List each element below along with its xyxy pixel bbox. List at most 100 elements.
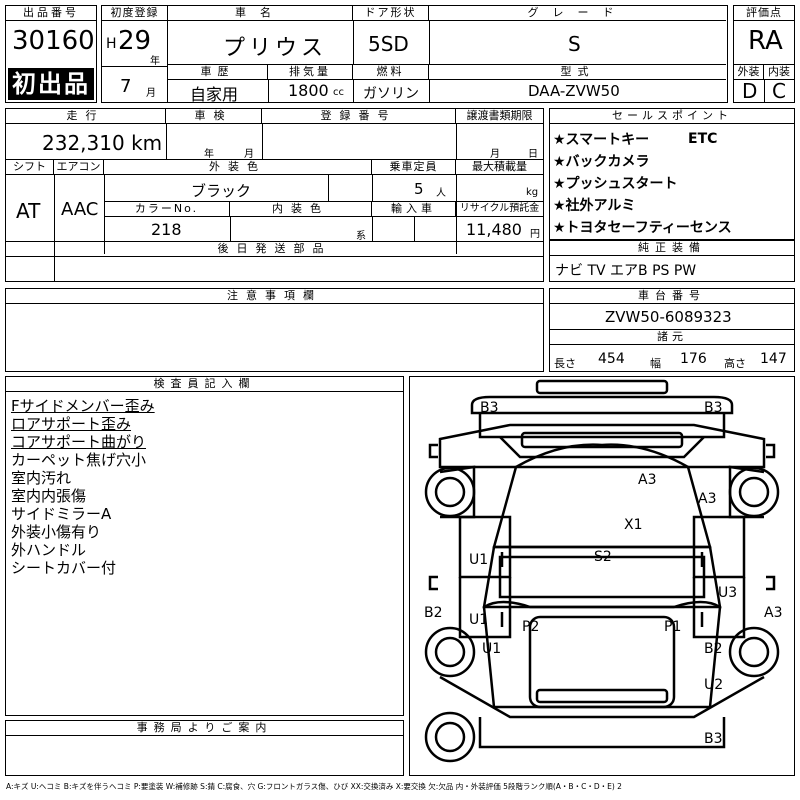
genuine-label: 純正装備 <box>550 240 794 256</box>
recycle-label: リサイクル預託金 <box>456 202 543 217</box>
mark-a3-hood: A3 <box>638 472 657 488</box>
int-label: 内装 <box>764 65 794 80</box>
height-value: 147 <box>760 351 787 367</box>
car-name: プリウス <box>223 36 328 61</box>
disp-unit: cc <box>333 87 344 98</box>
mark-b2-right: B2 <box>704 641 723 657</box>
inspector-label: 検査員記入欄 <box>6 377 403 392</box>
fuel-label: 燃料 <box>353 65 429 80</box>
model-label: 型式 <box>429 65 726 80</box>
colorno-value: 218 <box>151 220 182 239</box>
office-box: 事務局よりご案内 <box>5 720 404 776</box>
office-label: 事務局よりご案内 <box>6 721 403 736</box>
inspector-line: 室内汚れ <box>11 469 72 487</box>
ext-score: D <box>742 79 758 103</box>
mark-x1: X1 <box>624 517 643 533</box>
load-label: 最大積載量 <box>456 160 543 175</box>
chassis-value: ZVW50-6089323 <box>605 308 732 326</box>
inspector-line: カーペット焦げ穴小 <box>11 451 147 469</box>
disp-value: 1800 <box>288 81 329 100</box>
inspector-line: ロアサポート歪み <box>11 415 132 433</box>
mark-u1-door: U1 <box>469 552 489 568</box>
inspector-line: サイドミラーA <box>11 505 112 523</box>
lot-cell: 出品番号 30160 初出品 <box>5 5 97 103</box>
mark-u1-rear-door: U1 <box>469 612 489 628</box>
ext-label: 外装 <box>734 65 764 80</box>
chassis-label: 車台番号 <box>550 289 794 304</box>
score-value: RA <box>748 26 783 56</box>
car-diagram: B3 B3 A3 A3 X1 U1 S2 U3 B2 A3 U1 P2 P1 U… <box>409 376 795 776</box>
door-label: ドア形状 <box>353 6 429 21</box>
genuine-value: ナビ TV エアB PS PW <box>555 263 697 279</box>
mark-u1-quarter: U1 <box>482 641 502 657</box>
lot-number: 30160 <box>12 26 95 56</box>
int-score: C <box>772 79 786 103</box>
length-label: 長さ <box>554 357 576 370</box>
seats-unit: 人 <box>436 188 446 199</box>
transfer-day: 日 <box>528 149 538 160</box>
notes-label: 注意事項欄 <box>6 289 543 304</box>
grade-value: S <box>568 32 581 56</box>
ac-label: エアコン <box>54 160 104 175</box>
reg-cell: 初度登録 H 29 年 7 月 <box>101 5 168 103</box>
selling-point-2: ★バックカメラ <box>553 154 650 170</box>
dims-label: 諸元 <box>550 330 794 345</box>
color-value: ブラック <box>191 182 252 200</box>
height-label: 高さ <box>724 357 746 370</box>
disp-label: 排気量 <box>268 65 353 80</box>
intcolor-unit: 系 <box>356 231 366 242</box>
mileage-value: 232,310 km <box>42 131 163 155</box>
reg-label: 初度登録 <box>102 6 167 21</box>
mark-p1: P1 <box>664 619 682 635</box>
inspector-line: コアサポート曲がり <box>11 433 147 451</box>
mark-b2-left: B2 <box>424 605 443 621</box>
width-label: 幅 <box>650 357 661 370</box>
shift-value: AT <box>16 199 41 223</box>
mark-a3-fender: A3 <box>698 491 717 507</box>
history-label: 車歴 <box>168 65 268 80</box>
selling-point-5: ★トヨタセーフティーセンス <box>553 220 732 236</box>
reg-year-unit: 年 <box>150 56 160 67</box>
lot-label: 出品番号 <box>6 6 96 21</box>
mark-b3-bottom: B3 <box>704 731 723 747</box>
selling-points-label: セールスポイント <box>550 109 794 124</box>
mark-a3-right: A3 <box>764 605 783 621</box>
fuel-value: ガソリン <box>363 86 419 102</box>
length-value: 454 <box>598 351 625 367</box>
score-cell: 評価点 RA 外装 内装 D C <box>733 5 795 103</box>
legend: A:キズ U:ヘコミ B:キズを伴うヘコミ P:要塗装 W:補修跡 S:錆 C:… <box>6 782 622 791</box>
mark-b3-top-left: B3 <box>480 400 499 416</box>
import-label: 輸入車 <box>372 202 456 217</box>
genuine-box: 純正装備 ナビ TV エアB PS PW <box>549 240 795 282</box>
mileage-label: 走行 <box>6 109 166 124</box>
reg-month-unit: 月 <box>146 88 156 99</box>
name-cell: 車名 ドア形状 グレード プリウス 5SD S 車歴 排気量 燃料 型式 自家用… <box>168 5 728 104</box>
color-label: 外装色 <box>104 160 372 175</box>
reg-month: 7 <box>120 76 132 97</box>
mark-u2: U2 <box>704 677 724 693</box>
ac-value: AAC <box>61 199 99 220</box>
selling-point-1: ★スマートキー <box>553 132 650 148</box>
first-listing-badge: 初出品 <box>8 68 94 100</box>
notes-box: 注意事項欄 <box>5 288 544 372</box>
name-label: 車名 <box>168 6 353 21</box>
mark-s2: S2 <box>594 549 612 565</box>
etc-value: ETC <box>688 131 718 147</box>
load-unit: kg <box>526 187 539 198</box>
inspector-line: Fサイドメンバー歪み <box>11 397 155 415</box>
score-label: 評価点 <box>734 6 794 21</box>
insp-month-unit: 月 <box>244 149 254 160</box>
inspector-line: 室内内張傷 <box>11 487 87 505</box>
inspector-line: シートカバー付 <box>11 559 117 577</box>
vehicle-detail-block: 走行 車検 登録番号 譲渡書類期限 232,310 km 年 月 月 日 シフト… <box>5 108 544 282</box>
seats-label: 乗車定員 <box>372 160 456 175</box>
header-block: 出品番号 30160 初出品 初度登録 H 29 年 7 月 車名 ドア形状 グ… <box>5 5 795 104</box>
model-value: DAA-ZVW50 <box>528 82 620 100</box>
reg-year: 29 <box>118 26 152 56</box>
grade-label: グレード <box>429 6 726 21</box>
regno-label: 登録番号 <box>262 109 456 124</box>
intcolor-label: 内装色 <box>230 202 372 217</box>
chassis-box: 車台番号 ZVW50-6089323 諸元 長さ 454 幅 176 高さ 14… <box>549 288 795 372</box>
inspector-line: 外装小傷有り <box>11 523 102 541</box>
history-value: 自家用 <box>190 85 239 104</box>
